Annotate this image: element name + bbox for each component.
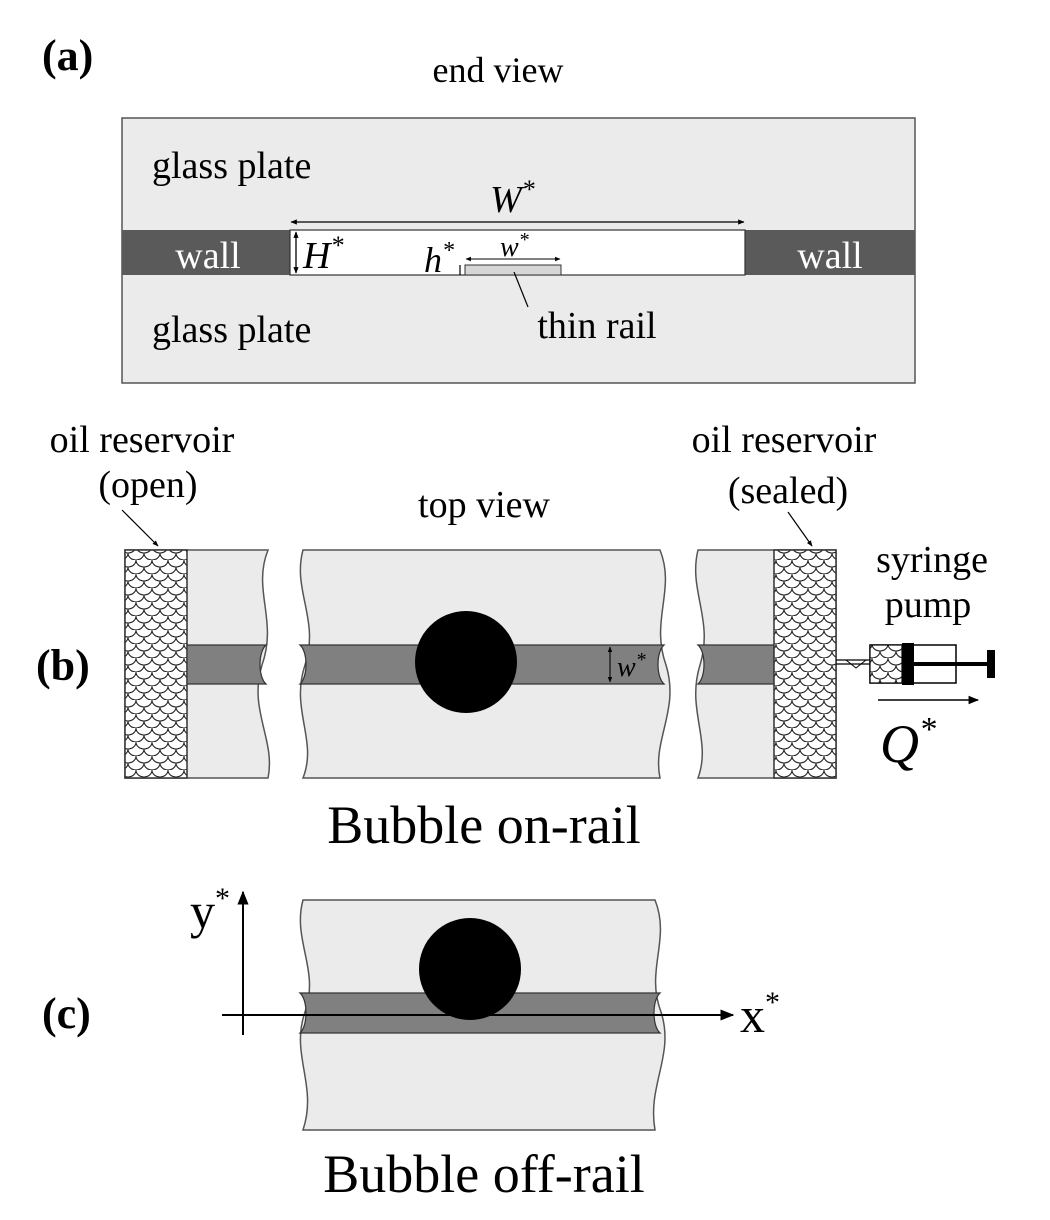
thin-rail-pointer (513, 271, 529, 308)
panel-a-label: (a) (42, 31, 93, 80)
panel-c: y* x* (c) Bubble off-rail (42, 882, 780, 1204)
x-axis-label: x* (740, 986, 780, 1043)
oil-reservoir-sealed (773, 549, 837, 779)
thin-rail-section (464, 264, 562, 276)
reservoir-sealed-pointer (787, 511, 813, 547)
rail-left-segment (186, 644, 268, 685)
end-view-title: end view (433, 50, 564, 90)
panel-a: (a) end view glass plate glass plate wal… (42, 31, 916, 384)
bubble-on-rail (415, 611, 517, 713)
rail-right-segment (696, 644, 775, 685)
wall-right (745, 230, 915, 275)
bubble-off-rail (419, 918, 521, 1020)
panel-b-label: (b) (36, 641, 90, 690)
thin-rail-label: thin rail (537, 305, 656, 347)
wall-left (122, 230, 290, 275)
reservoir-sealed-label-line1: oil reservoir (692, 419, 877, 461)
bubble-off-rail-caption: Bubble off-rail (323, 1144, 644, 1204)
syringe-pump-label-line2: pump (885, 584, 972, 626)
reservoir-open-label-line2: (open) (98, 464, 197, 506)
panel-c-label: (c) (42, 989, 91, 1038)
W-label: W* (490, 175, 535, 221)
w-label-top-view: w* (617, 649, 646, 683)
oil-reservoir-open (124, 549, 188, 779)
Q-label: Q* (880, 711, 936, 774)
h-label: h* (424, 238, 454, 280)
wall-right-label: wall (797, 235, 862, 277)
wall-left-label: wall (175, 235, 240, 277)
bubble-on-rail-caption: Bubble on-rail (327, 795, 640, 855)
glass-plate-bottom-label: glass plate (152, 309, 311, 351)
y-axis-label: y* (190, 882, 230, 939)
H-label: H* (302, 231, 343, 277)
reservoir-open-pointer (121, 509, 159, 547)
reservoir-sealed-label-line2: (sealed) (728, 470, 848, 512)
reservoir-open-label-line1: oil reservoir (50, 419, 235, 461)
syringe-pump (836, 643, 995, 685)
w-label-end-view: w* (500, 229, 529, 263)
panel-b: oil reservoir (open) top view oil reserv… (36, 419, 995, 855)
glass-plate-top-label: glass plate (152, 145, 311, 187)
syringe-pump-label-line1: syringe (876, 539, 988, 581)
top-view-title: top view (418, 484, 550, 526)
